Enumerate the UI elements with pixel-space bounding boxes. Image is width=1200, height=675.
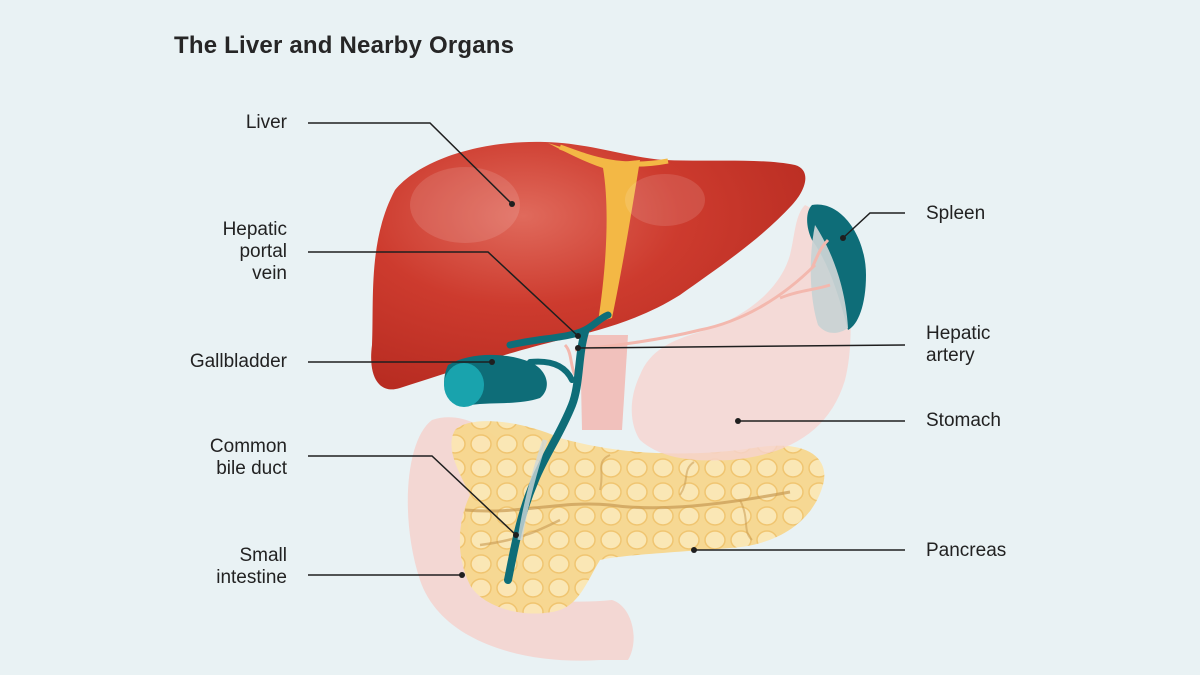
label-pancreas: Pancreas bbox=[926, 540, 1007, 561]
leader-bile-duct bbox=[308, 455, 517, 536]
pancreas bbox=[451, 421, 825, 614]
hepatic-artery-vessel bbox=[574, 238, 831, 352]
label-liver: Liver bbox=[245, 112, 287, 133]
aorta bbox=[580, 335, 628, 430]
leader-lines bbox=[308, 122, 906, 576]
leader-portal-vein bbox=[308, 251, 579, 337]
leader-hepatic-artery bbox=[577, 344, 906, 349]
label-gallbladder: Gallbladder bbox=[189, 351, 287, 372]
leader-liver bbox=[308, 122, 513, 205]
leader-spleen bbox=[842, 212, 905, 239]
leader-dots bbox=[459, 201, 846, 578]
label-common-bile-duct: Common bile duct bbox=[209, 436, 287, 479]
label-small-intestine: Small intestine bbox=[216, 545, 287, 588]
label-stomach: Stomach bbox=[926, 410, 1001, 431]
diagram-title: The Liver and Nearby Organs bbox=[174, 32, 515, 59]
label-hepatic-portal-vein: Hepatic portal vein bbox=[222, 219, 287, 284]
spleen bbox=[807, 204, 866, 333]
label-spleen: Spleen bbox=[926, 203, 986, 224]
stomach bbox=[631, 205, 851, 461]
liver bbox=[371, 141, 806, 390]
gallbladder bbox=[444, 354, 547, 407]
label-hepatic-artery: Hepatic artery bbox=[926, 323, 991, 366]
